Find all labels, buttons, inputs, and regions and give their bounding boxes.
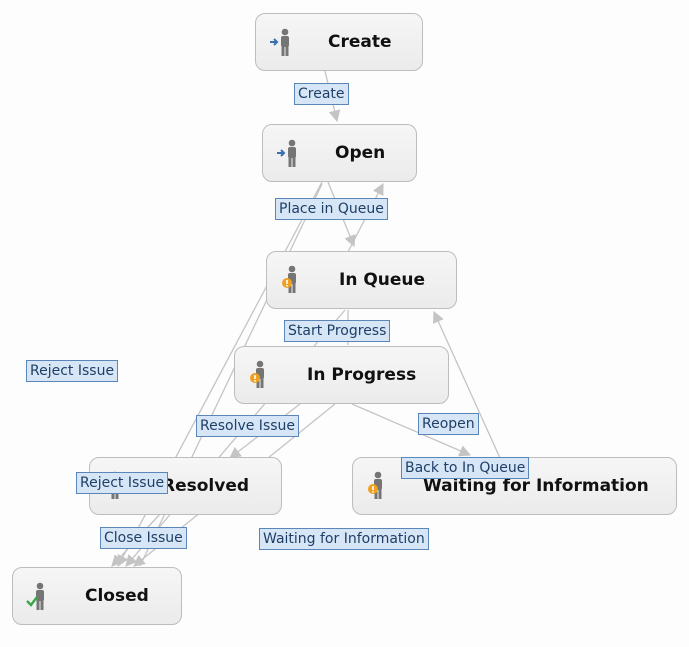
- status-title: Closed: [85, 586, 149, 606]
- transition-close-issue-label[interactable]: Close Issue: [100, 527, 187, 549]
- transition-reject-issue-label[interactable]: Reject Issue: [76, 472, 169, 494]
- initial-status-icon: [277, 139, 296, 167]
- transition-reopen-label[interactable]: Reopen: [418, 413, 479, 435]
- status-title: In Queue: [339, 270, 426, 290]
- status-in-progress[interactable]: In Progress: [234, 346, 449, 404]
- status-open[interactable]: Open: [262, 124, 417, 182]
- edge-waiting-inqueue: [433, 310, 501, 459]
- status-in-queue[interactable]: In Queue: [266, 251, 457, 309]
- transition-waiting-for-information-label[interactable]: Waiting for Information: [259, 528, 429, 550]
- edge-inprogress-waiting: [351, 403, 472, 457]
- transition-resolve-issue-label[interactable]: Resolve Issue: [196, 415, 300, 437]
- status-title: In Progress: [307, 365, 417, 385]
- status-create[interactable]: Create: [255, 13, 423, 71]
- pending-status-icon: [368, 471, 382, 499]
- pending-status-icon: [250, 360, 264, 388]
- transition-back-to-in-queue-label[interactable]: Back to In Queue: [401, 457, 530, 479]
- done-status-icon: [26, 582, 44, 610]
- transition-reject-issue-left-label[interactable]: Reject Issue: [26, 360, 119, 382]
- status-title: Create: [328, 32, 392, 52]
- status-title: Open: [335, 143, 386, 163]
- transition-start-progress-label[interactable]: Start Progress: [284, 320, 391, 342]
- transition-place-in-queue-label[interactable]: Place in Queue: [275, 198, 388, 220]
- transition-create-label[interactable]: Create: [294, 83, 349, 105]
- status-title: Resolved: [162, 476, 250, 496]
- status-resolved[interactable]: Resolved: [89, 457, 282, 515]
- status-title: Waiting for Information: [423, 476, 649, 496]
- status-closed[interactable]: Closed: [12, 567, 182, 625]
- initial-status-icon: [270, 28, 289, 56]
- pending-status-icon: [282, 265, 296, 293]
